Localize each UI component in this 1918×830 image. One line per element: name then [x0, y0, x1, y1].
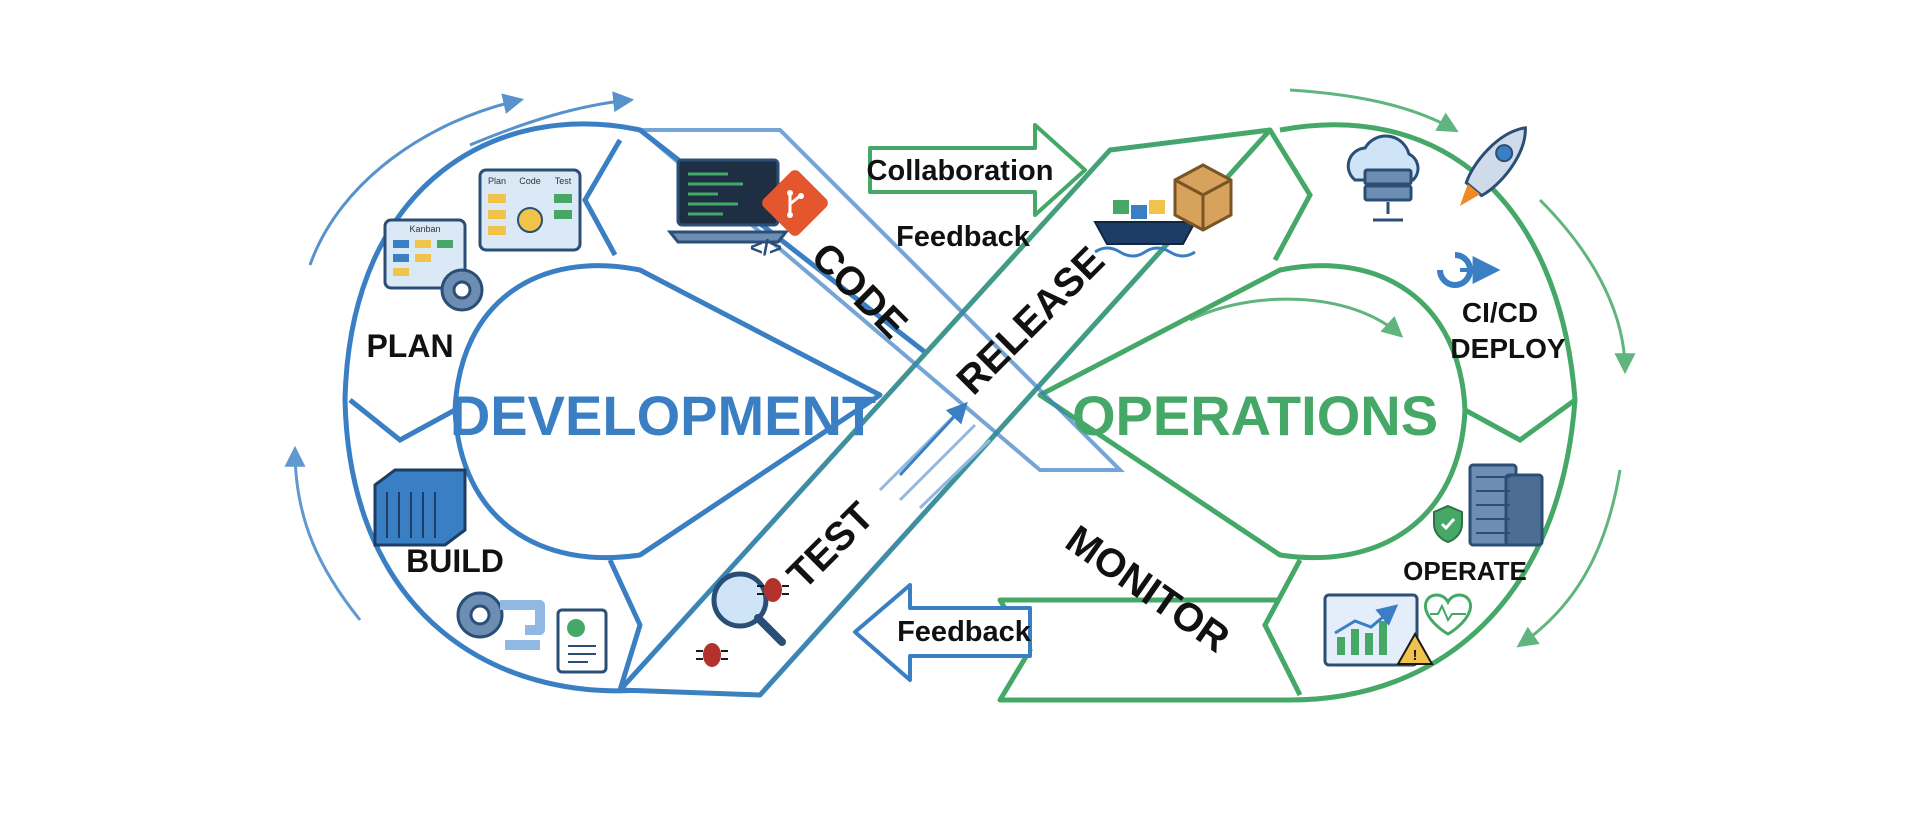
laptop-code-icon [666, 158, 790, 244]
crossover-band [617, 127, 1273, 698]
svg-text:!: ! [1413, 647, 1418, 664]
flow-arrow-left-upper [308, 93, 525, 266]
bug-icon-2 [696, 643, 728, 667]
stage-label-build: BUILD [406, 543, 504, 579]
operations-loop [997, 122, 1578, 703]
kanban-board-title: Kanban [409, 224, 440, 234]
flow-arrow-right-top [1289, 88, 1459, 133]
flow-arrow-ops-inner [1189, 297, 1404, 338]
dev-chevron-plan-code [582, 138, 623, 257]
ops-chevron-release-deploy [1267, 128, 1313, 262]
pipeline-gear-icon [456, 591, 545, 650]
flow-arrow-right-side [1538, 198, 1636, 375]
crossover-release-test-band [617, 127, 1273, 698]
heartbeat-icon [1424, 593, 1472, 636]
gear-icon [440, 268, 484, 312]
dev-loop-outer-band [342, 121, 983, 694]
collaboration-label: Collaboration [867, 155, 1054, 187]
crossover-up-arrow [898, 401, 968, 477]
collaboration-arrow-shape [868, 123, 1087, 217]
flow-arrow-left-top [469, 91, 635, 147]
container-ship-icon [1093, 200, 1197, 258]
bug-icon [757, 578, 789, 602]
stage-label-monitor: MONITOR [1058, 517, 1237, 661]
git-branch-icon [762, 170, 828, 236]
package-box-icon [1173, 163, 1233, 232]
task-col-code: Code [519, 176, 541, 186]
feedback-bottom-arrow-shape [853, 583, 1032, 682]
task-col-plan: Plan [488, 176, 506, 186]
feedback-top-label: Feedback [896, 221, 1031, 253]
operations-title: OPERATIONS [1072, 384, 1438, 447]
cicd-loop-icon [1437, 252, 1501, 288]
stage-label-deploy: DEPLOY [1450, 333, 1565, 364]
feedback-bottom-label: Feedback [897, 616, 1032, 648]
kanban-board-icon: Kanban [383, 218, 467, 290]
document-icon [556, 608, 608, 674]
dev-chevron-build-test [607, 558, 643, 691]
warning-icon: ! [1396, 631, 1434, 665]
stage-label-plan: PLAN [366, 328, 453, 364]
cloud-server-icon [1346, 134, 1420, 222]
development-title: DEVELOPMENT [450, 384, 876, 447]
outer-flow-arrows [284, 88, 1636, 648]
flow-arrow-right-lower [1516, 469, 1622, 648]
stage-label-cicd: CI/CD [1462, 297, 1538, 328]
task-col-test: Test [555, 176, 572, 186]
ops-chevron-operate-monitor [1262, 558, 1303, 697]
server-rack-icon [1468, 463, 1544, 547]
task-board-icon: Plan Code Test [478, 168, 582, 252]
dashboard-chart-icon [1323, 593, 1419, 667]
ops-loop-outer-band [997, 122, 1578, 703]
code-tag-icon: </> [750, 235, 782, 260]
svg-text:</>: </> [750, 235, 782, 260]
feedback-bottom-banner: Feedback [853, 583, 1032, 682]
flow-arrow-left-lower [284, 445, 362, 621]
dev-chevron-plan-build [348, 398, 457, 443]
development-loop [342, 121, 983, 694]
rocket-icon [1459, 126, 1527, 207]
container-icon [373, 468, 467, 547]
collaboration-banner: Collaboration [867, 123, 1087, 217]
ops-chevron-deploy-operate [1463, 397, 1577, 443]
crossover-code-monitor-band [634, 128, 1125, 472]
shield-check-icon [1433, 504, 1463, 544]
magnifier-icon [711, 571, 786, 646]
stage-label-operate: OPERATE [1403, 556, 1527, 586]
